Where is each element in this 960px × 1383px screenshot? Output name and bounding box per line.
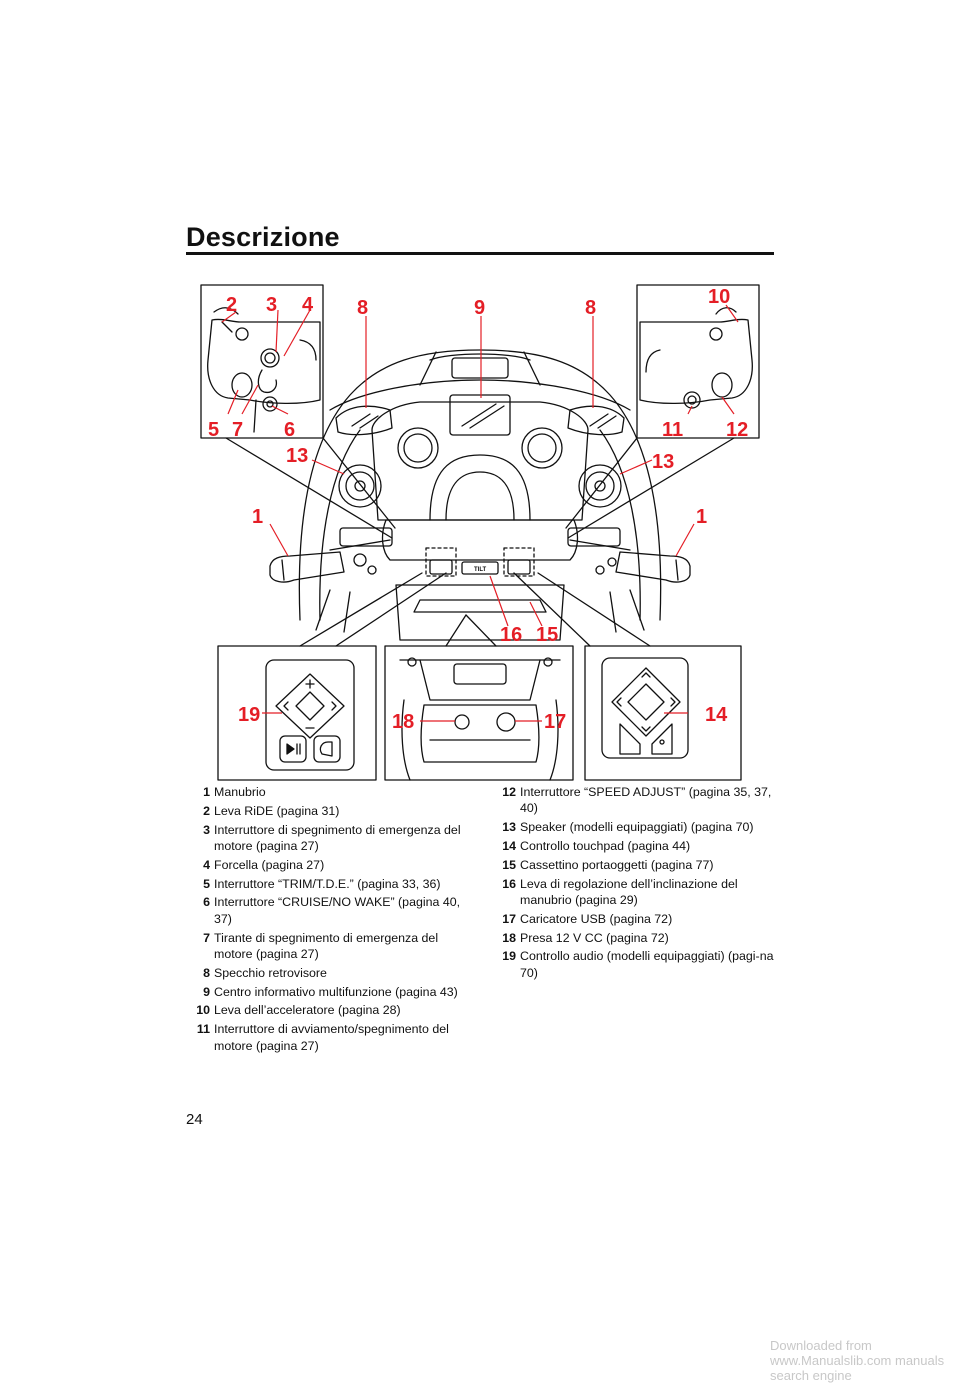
legend-text: Caricatore USB (pagina 72) (520, 911, 673, 926)
legend-text: Interruttore di spegnimento di emergenza… (214, 822, 461, 853)
legend-num: 16 (502, 876, 516, 891)
inset-center-frame (384, 645, 574, 781)
callout-14: 14 (705, 704, 728, 726)
legend-item: 12 Interruttore “SPEED ADJUST” (pagina 35… (492, 784, 774, 817)
legend-item: 2 Leva RiDE (pagina 31) (186, 803, 468, 819)
legend-item: 4 Forcella (pagina 27) (186, 857, 468, 873)
legend-num: 15 (502, 857, 516, 872)
callout-8-right: 8 (585, 297, 596, 319)
legend-item: 13 Speaker (modelli equipaggiati) (pagina… (492, 819, 774, 835)
callout-15: 15 (536, 624, 558, 646)
tilt-label: TILT (474, 567, 487, 573)
callout-10: 10 (708, 286, 730, 308)
legend-num: 8 (203, 965, 210, 980)
legend-text: Interruttore “CRUISE/NO WAKE” (pagina 40… (214, 895, 461, 926)
legend-text: Tirante di spegnimento di emergenza del … (214, 930, 439, 961)
callout-1-left: 1 (252, 506, 263, 528)
legend-text: Leva di regolazione dell’inclinazione de… (520, 876, 738, 907)
page-title: Descrizione (186, 222, 340, 252)
legend-text: Specchio retrovisore (214, 965, 327, 980)
legend-num: 19 (502, 949, 516, 964)
legend-text: Speaker (modelli equipaggiati) (pagina 7… (520, 820, 754, 835)
legend-num: 18 (502, 930, 516, 945)
legend-item: 8 Specchio retrovisore (186, 965, 468, 981)
callout-6: 6 (284, 419, 295, 441)
legend-item: 14 Controllo touchpad (pagina 44) (492, 838, 774, 854)
callout-13-right: 13 (652, 451, 674, 473)
callout-13-left: 13 (286, 445, 308, 467)
legend-text: Cassettino portaoggetti (pagina 77) (520, 857, 714, 872)
callout-5: 5 (208, 419, 219, 441)
legend-text: Centro informativo multifunzione (pagina… (214, 984, 458, 999)
callout-19: 19 (238, 704, 260, 726)
legend-text: Leva RiDE (pagina 31) (214, 803, 340, 818)
callout-2: 2 (226, 294, 237, 316)
inset-right-frame (636, 284, 760, 439)
callout-18: 18 (392, 711, 414, 733)
legend-num: 12 (502, 785, 516, 799)
legend-text: Leva dell’acceleratore (pagina 28) (214, 1003, 401, 1018)
legend-right-column: 12 Interruttore “SPEED ADJUST” (pagina 35… (492, 784, 774, 984)
callout-1-right: 1 (696, 506, 707, 528)
legend-text: Controllo touchpad (pagina 44) (520, 839, 691, 853)
legend-num: 7 (203, 930, 210, 945)
legend-num: 3 (203, 822, 210, 837)
legend-item: 15 Cassettino portaoggetti (pagina 77) (492, 857, 774, 873)
footer-watermark: Downloaded from www.Manualslib.com manua… (770, 1338, 945, 1383)
legend-num: 2 (203, 803, 210, 818)
legend-num: 1 (203, 785, 210, 799)
inset-audio-frame (217, 645, 377, 781)
page-number: 24 (186, 1111, 203, 1128)
legend-text: Presa 12 V CC (pagina 72) (520, 930, 669, 945)
callout-3: 3 (266, 294, 277, 316)
legend-item: 17 Caricatore USB (pagina 72) (492, 911, 774, 927)
legend-item: 18 Presa 12 V CC (pagina 72) (492, 930, 774, 946)
legend-num: 17 (502, 911, 516, 926)
inset-touchpad-frame (584, 645, 742, 781)
callout-7: 7 (232, 419, 243, 441)
legend-text: Interruttore “SPEED ADJUST” (pagina 35, … (520, 785, 772, 816)
legend-text: Controllo audio (modelli equipaggiati) (… (520, 949, 774, 980)
callout-9: 9 (474, 297, 485, 319)
callout-4: 4 (302, 294, 314, 316)
legend-item: 6 Interruttore “CRUISE/NO WAKE” (pagina 4… (186, 894, 468, 927)
callout-11: 11 (662, 419, 683, 441)
legend-num: 9 (203, 984, 210, 999)
legend-num: 13 (502, 820, 516, 835)
legend-item: 7 Tirante di spegnimento di emergenza del… (186, 930, 468, 963)
legend-text: Manubrio (214, 785, 266, 799)
legend-item: 10 Leva dell’acceleratore (pagina 28) (186, 1002, 468, 1018)
legend-item: 3 Interruttore di spegnimento di emergenz… (186, 822, 468, 855)
legend-num: 11 (196, 1022, 210, 1037)
legend-item: 1 Manubrio (186, 784, 468, 800)
legend-text: Forcella (pagina 27) (214, 857, 325, 872)
legend-item: 9 Centro informativo multifunzione (pagin… (186, 984, 468, 1000)
legend-text: Interruttore “TRIM/T.D.E.” (pagina 33, 3… (214, 876, 441, 891)
legend-item: 5 Interruttore “TRIM/T.D.E.” (pagina 33, … (186, 876, 468, 892)
legend-num: 14 (502, 839, 516, 853)
legend-item: 16 Leva di regolazione dell’inclinazione … (492, 876, 774, 909)
legend-num: 6 (203, 895, 210, 910)
legend-num: 4 (203, 857, 210, 872)
legend-item: 11 Interruttore di avviamento/spegnimento… (186, 1021, 468, 1054)
callout-8-left: 8 (357, 297, 368, 319)
title-rule (186, 252, 774, 255)
callout-17: 17 (544, 711, 566, 733)
callout-16: 16 (500, 624, 522, 646)
callout-12: 12 (726, 419, 748, 441)
legend-num: 10 (196, 1003, 210, 1018)
legend-num: 5 (203, 876, 210, 891)
legend-item: 19 Controllo audio (modelli equipaggiati)… (492, 948, 774, 981)
legend-text: Interruttore di avviamento/spegnimento d… (214, 1022, 449, 1053)
